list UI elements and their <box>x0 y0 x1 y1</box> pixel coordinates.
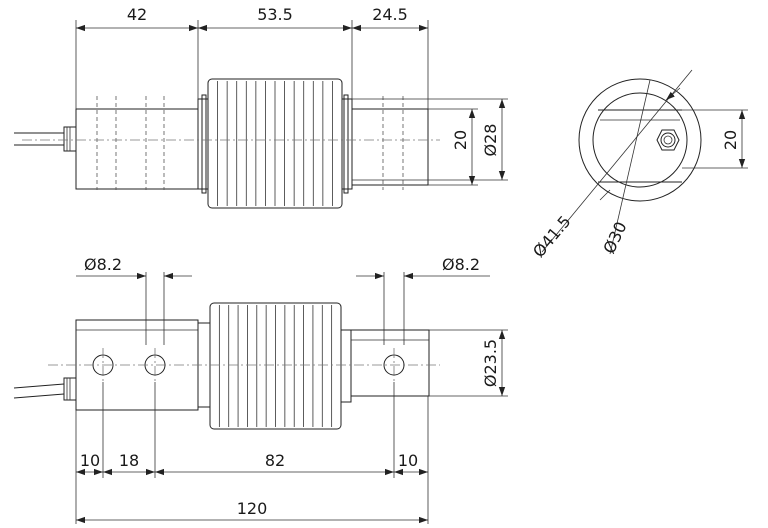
flange-right-top <box>341 94 353 194</box>
dim-120: 120 <box>237 499 268 518</box>
top-view: 42 53.5 24.5 20 Ø28 <box>14 5 508 209</box>
dim-10-right: 10 <box>398 451 418 470</box>
left-block-top <box>75 96 199 190</box>
right-block-front <box>350 329 430 397</box>
bellows-front <box>209 302 342 430</box>
dim-d23-5: Ø23.5 <box>481 339 500 387</box>
dim-hole-left: Ø8.2 <box>84 255 122 274</box>
right-block-top <box>351 96 429 190</box>
dim-53-5: 53.5 <box>257 5 293 24</box>
hex-nut <box>656 129 680 151</box>
end-view: 20 Ø41.5 Ø30 <box>529 69 748 261</box>
dim-24-5: 24.5 <box>372 5 408 24</box>
dim-20-end: 20 <box>721 130 740 150</box>
dim-20-top: 20 <box>451 130 470 150</box>
dim-42: 42 <box>127 5 147 24</box>
dim-10-left: 10 <box>80 451 100 470</box>
dim-18: 18 <box>119 451 139 470</box>
cable-front <box>13 377 77 401</box>
dim-82: 82 <box>265 451 285 470</box>
cable-top <box>14 126 77 152</box>
dim-d30: Ø30 <box>599 219 630 257</box>
dim-d28: Ø28 <box>481 124 500 157</box>
bellows-top <box>207 78 343 209</box>
flange-left-top <box>197 94 209 194</box>
front-view: Ø8.2 Ø8.2 Ø23.5 10 18 82 10 120 <box>13 255 508 524</box>
dim-d41-5: Ø41.5 <box>529 212 575 261</box>
inner-circle <box>592 92 688 188</box>
outer-circle <box>578 78 702 202</box>
dim-hole-right: Ø8.2 <box>442 255 480 274</box>
